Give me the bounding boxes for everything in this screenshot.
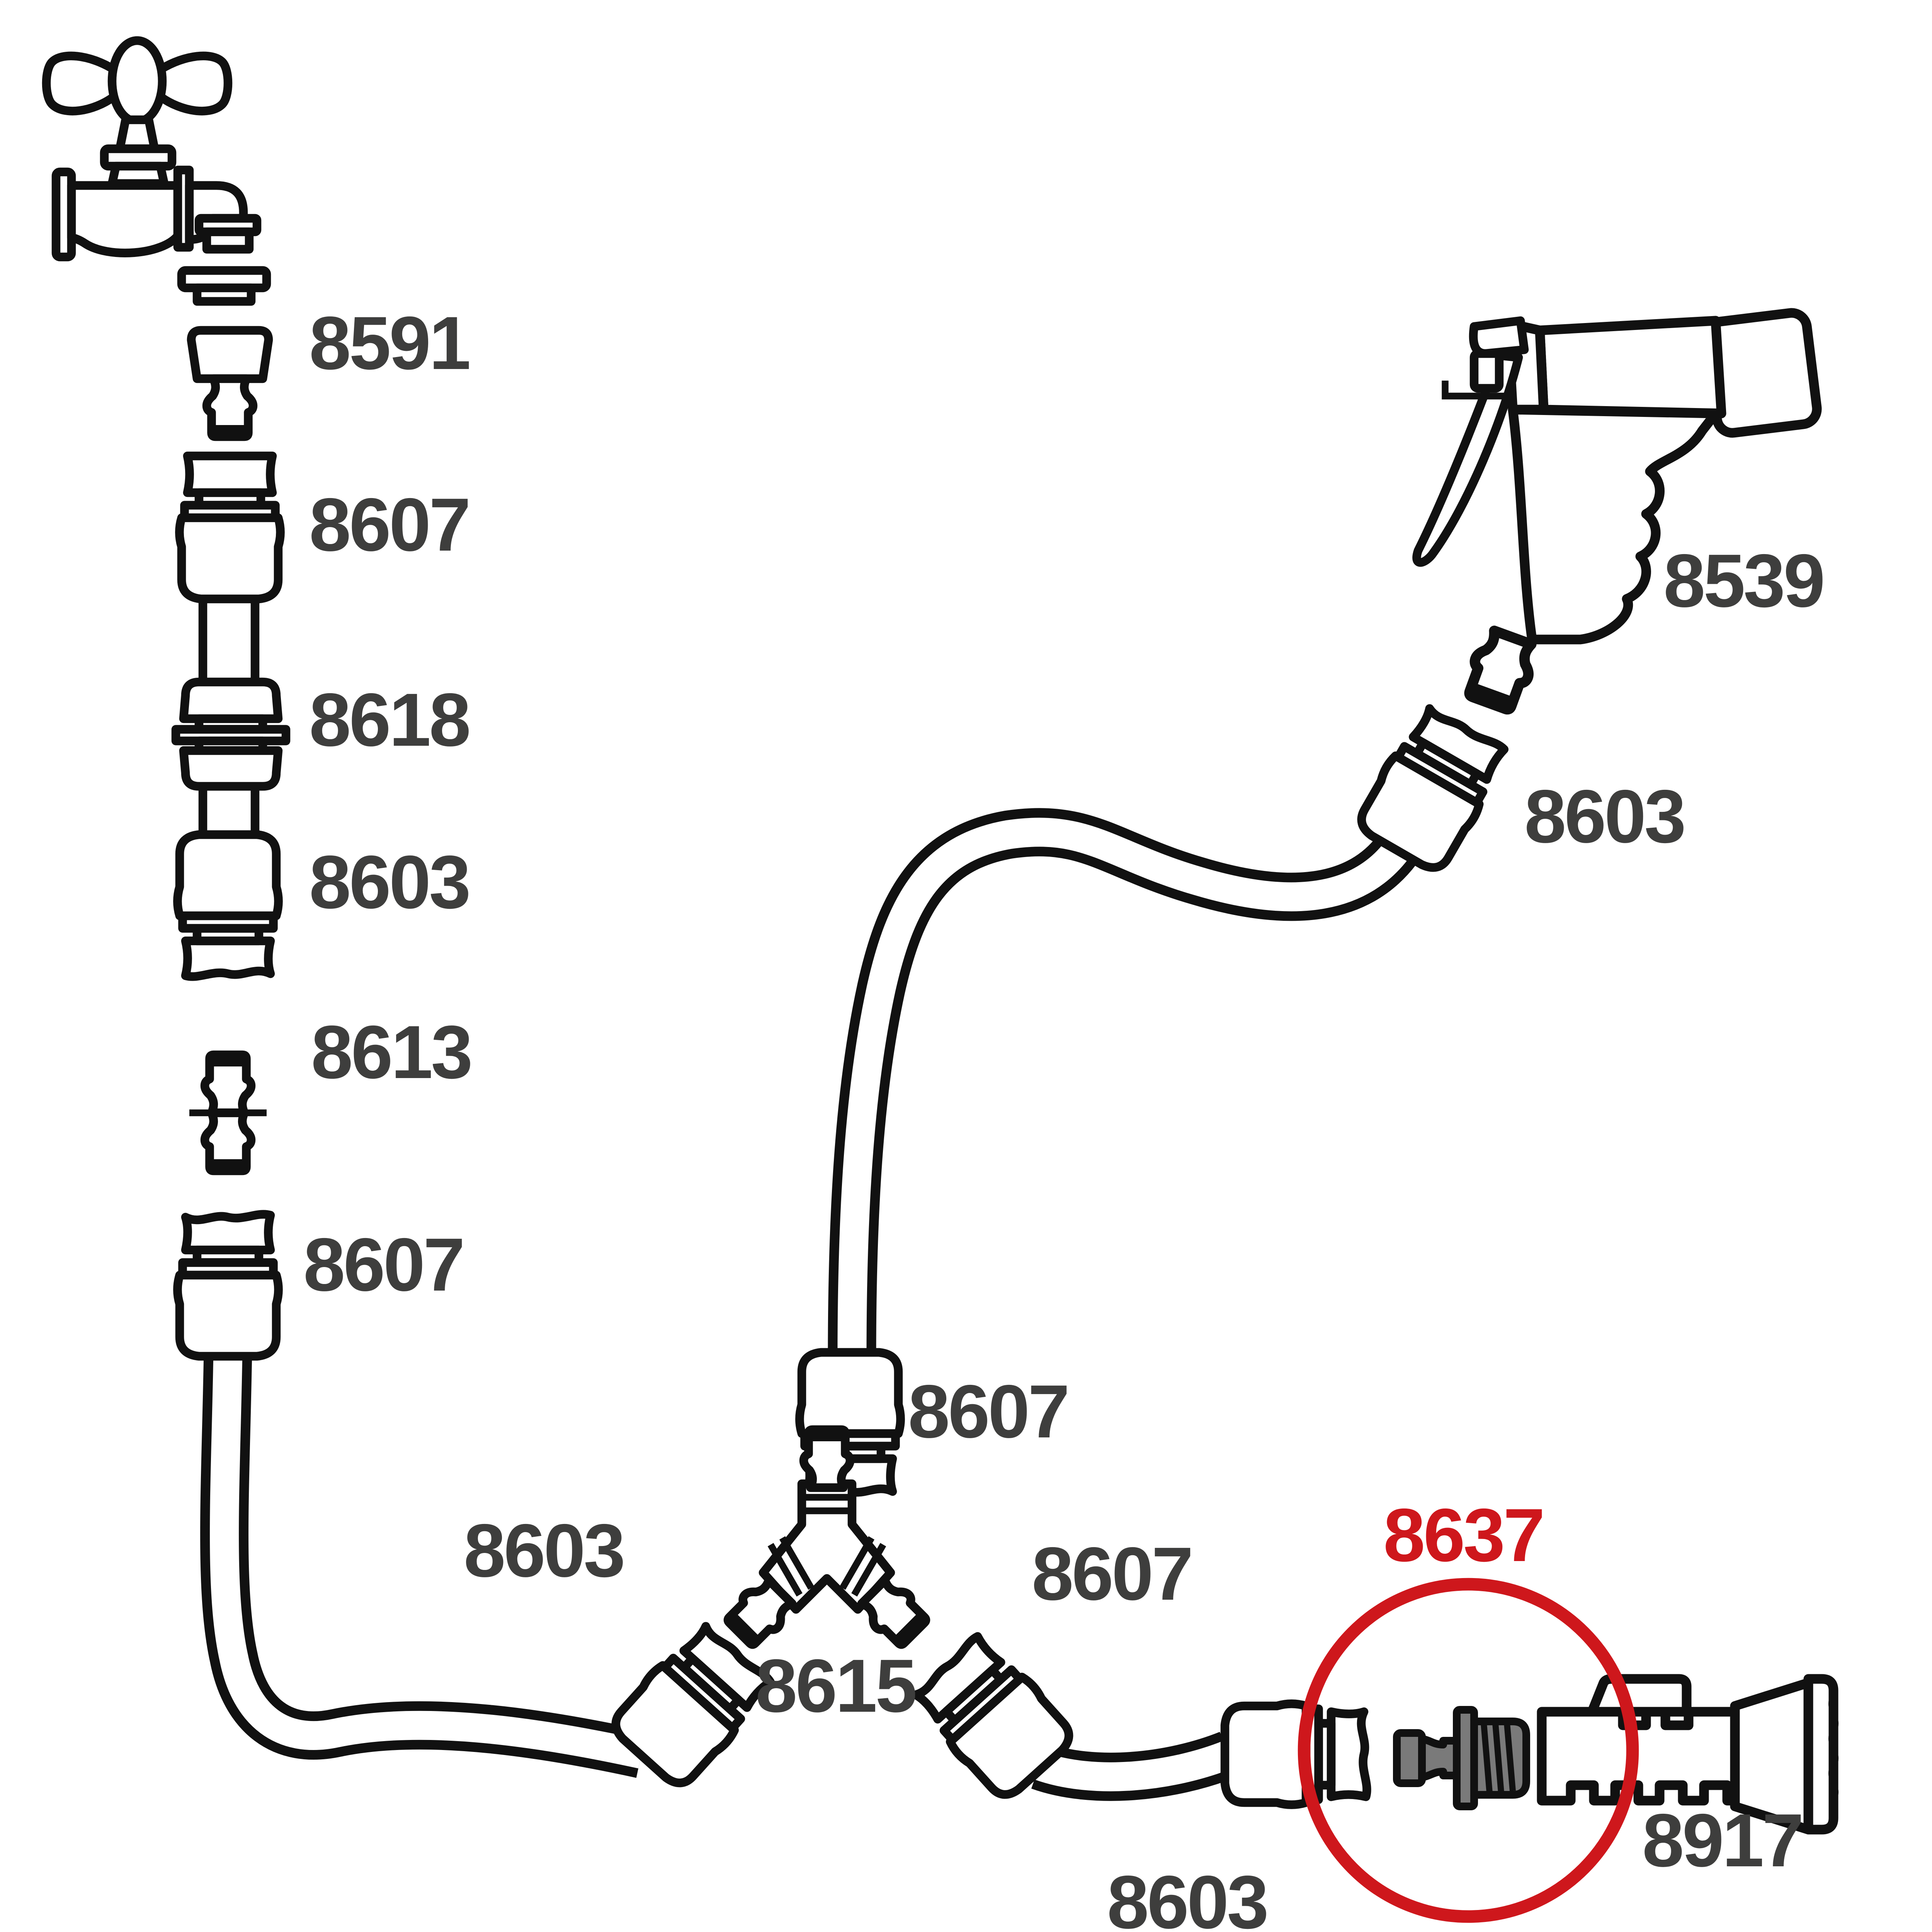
part-label-8607-bottom-right: 8607 (1032, 1532, 1192, 1616)
part-label-8607-mid: 8607 (908, 1369, 1068, 1454)
hose-gun-to-middle (828, 808, 1416, 1357)
part-label-8539: 8539 (1663, 539, 1823, 623)
hose-bottom-right (1031, 1731, 1238, 1801)
part-label-8917: 8917 (1642, 1798, 1802, 1883)
part-label-8603-gun: 8603 (1524, 774, 1684, 859)
part-label-8613: 8613 (311, 1010, 471, 1094)
part-label-8591: 8591 (309, 301, 469, 385)
hose-left-bottom (200, 1348, 647, 1778)
part-label-8607-top: 8607 (309, 483, 469, 567)
part-8613-drawing (189, 1055, 267, 1171)
part-8603-column-drawing (177, 835, 278, 976)
part-8591-drawing (177, 266, 273, 437)
part-label-8607-left: 8607 (303, 1223, 463, 1307)
part-label-8603-bottom-right: 8603 (1107, 1860, 1267, 1932)
part-8607-top-drawing (179, 456, 280, 599)
part-8603-bottom-right-drawing (1225, 1704, 1367, 1804)
tap-drawing (42, 36, 262, 262)
part-8637-adaptor-drawing (1393, 1706, 1530, 1810)
part-label-8603-column: 8603 (309, 840, 469, 924)
part-8615-drawing (723, 1430, 931, 1649)
spray-gun-drawing (1412, 308, 1822, 713)
part-8607-left-drawing (177, 1214, 278, 1356)
part-label-8615: 8615 (755, 1644, 915, 1728)
highlight-circle (1298, 1578, 1639, 1923)
part-8618-drawing (171, 677, 291, 791)
part-label-8603-bottom-left: 8603 (464, 1509, 624, 1593)
part-label-8618: 8618 (309, 678, 469, 762)
part-label-8637-highlighted: 8637 (1383, 1493, 1543, 1577)
